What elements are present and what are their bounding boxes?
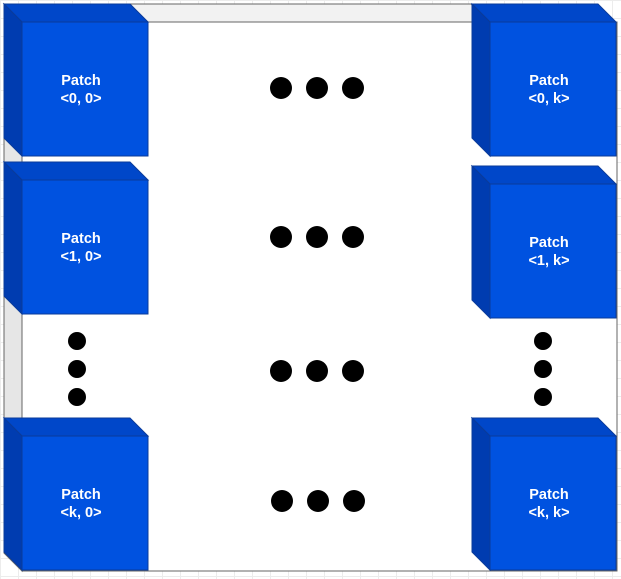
cube-side-face xyxy=(471,416,491,572)
cube-side-face xyxy=(3,416,23,572)
ellipsis-dot xyxy=(342,77,364,99)
cube-top-face xyxy=(2,3,150,23)
patch-label-title: Patch xyxy=(61,73,101,89)
patch-label-index: <k, k> xyxy=(528,505,569,521)
ellipsis-dot xyxy=(343,490,365,512)
ellipsis-dot xyxy=(68,332,86,350)
cube-front-face xyxy=(21,435,149,571)
patch-label-index: <1, k> xyxy=(528,253,569,269)
cube-top-face xyxy=(2,161,150,181)
ellipsis-dot xyxy=(534,360,552,378)
patch-label-title: Patch xyxy=(529,73,569,89)
ellipsis-dot xyxy=(270,77,292,99)
ellipsis-dot xyxy=(342,226,364,248)
cube-top-face xyxy=(470,417,618,437)
cube-front-face xyxy=(489,183,617,319)
ellipsis-dot xyxy=(534,388,552,406)
patch-label-title: Patch xyxy=(529,487,569,503)
cube-side-face xyxy=(3,160,23,316)
patch-cube-0-0: Patch <0, 0> xyxy=(2,2,150,158)
ellipsis-dot xyxy=(307,490,329,512)
patch-cube-1-k: Patch <1, k> xyxy=(470,164,618,320)
cube-top-face xyxy=(470,165,618,185)
cube-front-face xyxy=(489,435,617,571)
ellipsis-col-k xyxy=(534,332,552,406)
patch-cube-k-k: Patch <k, k> xyxy=(470,416,618,572)
patch-label-index: <k, 0> xyxy=(60,505,101,521)
patch-cube-0-k: Patch <0, k> xyxy=(470,2,618,158)
cube-side-face xyxy=(471,2,491,158)
ellipsis-row-k xyxy=(271,490,365,512)
ellipsis-dot xyxy=(306,226,328,248)
patch-cube-1-0: Patch <1, 0> xyxy=(2,160,150,316)
cube-side-face xyxy=(471,164,491,320)
patch-label-index: <0, k> xyxy=(528,91,569,107)
cube-front-face xyxy=(21,179,149,315)
patch-label-title: Patch xyxy=(61,231,101,247)
ellipsis-dot xyxy=(271,490,293,512)
cube-top-face xyxy=(470,3,618,23)
ellipsis-dot xyxy=(270,360,292,382)
ellipsis-dot xyxy=(68,388,86,406)
cube-top-face xyxy=(2,417,150,437)
ellipsis-row-middle xyxy=(270,360,364,382)
ellipsis-dot xyxy=(342,360,364,382)
ellipsis-dot xyxy=(306,360,328,382)
ellipsis-col-0 xyxy=(68,332,86,406)
cube-front-face xyxy=(489,21,617,157)
patch-cube-k-0: Patch <k, 0> xyxy=(2,416,150,572)
ellipsis-row-1 xyxy=(270,226,364,248)
ellipsis-row-0 xyxy=(270,77,364,99)
patch-label-index: <0, 0> xyxy=(60,91,101,107)
patch-label-title: Patch xyxy=(61,487,101,503)
ellipsis-dot xyxy=(68,360,86,378)
patch-label-index: <1, 0> xyxy=(60,249,101,265)
ellipsis-dot xyxy=(306,77,328,99)
ellipsis-dot xyxy=(270,226,292,248)
cube-side-face xyxy=(3,2,23,158)
cube-front-face xyxy=(21,21,149,157)
patch-label-title: Patch xyxy=(529,235,569,251)
ellipsis-dot xyxy=(534,332,552,350)
